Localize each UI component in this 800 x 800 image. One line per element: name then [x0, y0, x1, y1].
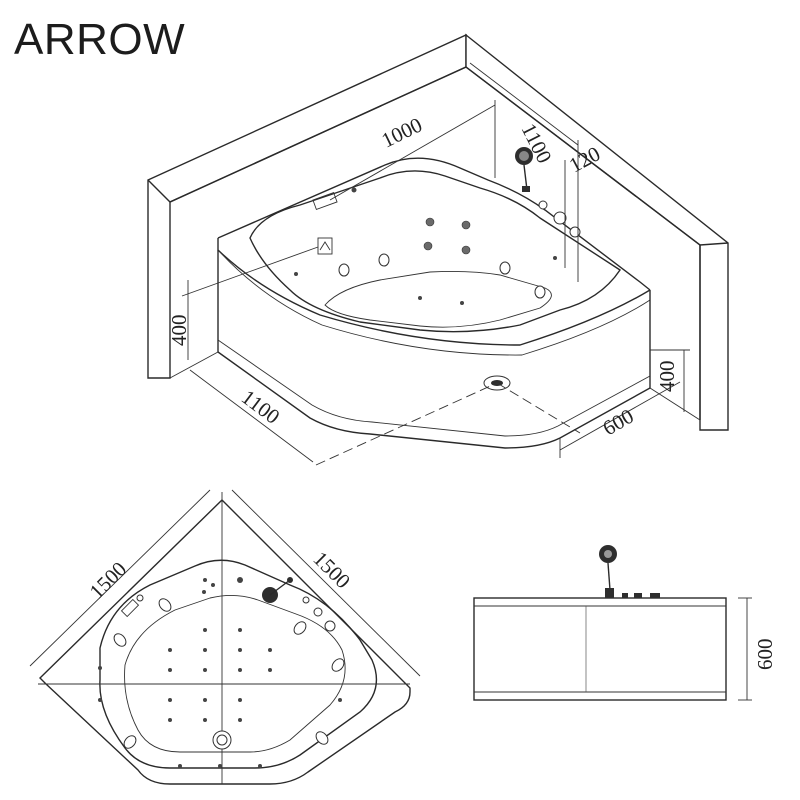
tub-side-body: [473, 597, 727, 701]
tub-basin-outline: [249, 170, 621, 333]
center-axis-right: [496, 382, 581, 434]
side-view: 600: [473, 545, 777, 701]
corner-walls: [147, 33, 729, 431]
tap-side: [650, 593, 660, 598]
right-wall: [465, 33, 729, 431]
apron-bottom: [217, 351, 651, 449]
left-wall: [147, 33, 467, 379]
overflow-symbol: [319, 241, 331, 251]
jet: [461, 245, 471, 255]
tub-outline-top: [39, 499, 411, 785]
jet: [423, 241, 433, 251]
top-jets: [98, 577, 342, 768]
top-view: 1500 1500: [29, 489, 421, 785]
floor-jet: [460, 301, 464, 305]
dim-label-400-left: 400: [167, 315, 191, 347]
control-panel-top: [120, 598, 140, 618]
hand-shower-side-icon: [599, 545, 617, 598]
top-side-jets: [113, 598, 345, 749]
side-jet: [534, 285, 546, 299]
dim-line-1500-right: [231, 489, 421, 677]
tub-rim-front: [217, 238, 651, 346]
drain-center-top: [216, 734, 228, 746]
tub-basin-top: [99, 559, 378, 769]
control-knob-top: [136, 594, 144, 602]
left-wall-top-edge: [147, 66, 467, 203]
tap-knob-top: [324, 620, 336, 632]
tap-knob: [538, 200, 548, 210]
tap-knob-top: [313, 607, 323, 617]
dim-label-1100-front: 1100: [237, 385, 284, 429]
tub-rim-back: [217, 157, 651, 291]
dim-label-400-right: 400: [655, 361, 679, 393]
dim-label-1500-right: 1500: [308, 547, 355, 594]
side-jet: [378, 253, 390, 267]
tap-knob-top: [302, 596, 310, 604]
center-axis-left: [315, 382, 498, 466]
dim-line-1100-top: [469, 62, 579, 146]
floor-line-right: [649, 387, 701, 421]
jet: [461, 220, 471, 230]
apron-base-line: [217, 339, 651, 437]
overflow-icon: [317, 237, 333, 255]
iso-dimensions: [181, 62, 690, 463]
tap-side: [634, 593, 642, 598]
isometric-view: 1100 1000 120 400 400 1100 600: [147, 33, 729, 466]
tub-body: [217, 147, 651, 466]
dim-label-1000: 1000: [378, 113, 426, 153]
floor-line-left: [169, 351, 219, 379]
side-jet: [338, 263, 350, 277]
floor-jet: [294, 272, 298, 276]
faucet-icon: [262, 577, 293, 603]
side-jet: [499, 261, 511, 275]
tap-knob: [569, 226, 581, 238]
dim-label-600-side: 600: [753, 639, 777, 671]
hand-shower-icon: [515, 147, 533, 192]
control-knob: [351, 187, 357, 193]
tap-side: [622, 593, 628, 598]
dim-ext-400-left: [181, 246, 319, 297]
tap-knob: [553, 211, 567, 225]
floor-jet: [418, 296, 422, 300]
dim-line-1500-left: [29, 489, 211, 667]
tub-floor-outline: [324, 270, 552, 328]
dim-line-1100-front: [189, 369, 314, 463]
floor-jet: [553, 256, 557, 260]
tub-rim-front-inner: [217, 249, 651, 356]
tub-floor-top: [124, 595, 346, 753]
dim-line-1000: [329, 104, 496, 201]
dim-line-600: [559, 381, 681, 451]
brand-logo-text: ARROW: [14, 15, 185, 64]
jet: [425, 217, 435, 227]
